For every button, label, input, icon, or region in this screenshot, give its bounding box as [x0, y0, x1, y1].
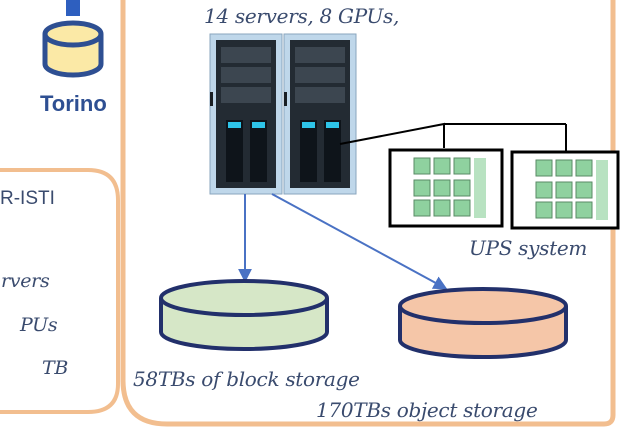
server-rack-left — [209, 33, 283, 195]
object-storage-caption: 170TBs object storage — [316, 398, 538, 422]
left-panel-gpus: PUs — [20, 314, 58, 336]
block-storage-caption: 58TBs of block storage — [133, 367, 360, 391]
main-site-panel — [120, 0, 616, 427]
left-panel-storage: TB — [42, 357, 69, 379]
block-storage-cylinder — [159, 279, 329, 351]
torino-label: Torino — [40, 91, 107, 116]
left-panel-servers: rvers — [1, 270, 50, 292]
ups-unit-right — [510, 150, 620, 230]
left-site-panel — [0, 168, 120, 414]
ups-caption: UPS system — [469, 236, 588, 260]
ups-connection-lines — [339, 122, 567, 152]
compute-caption: 14 servers, 8 GPUs, — [204, 4, 400, 28]
object-storage-cylinder — [398, 287, 568, 359]
ups-unit-left — [388, 148, 504, 228]
left-panel-heading: R-ISTI — [0, 188, 55, 209]
torino-database-icon — [42, 0, 104, 78]
arrow-to-object-storage — [271, 193, 448, 290]
server-rack-right — [283, 33, 357, 195]
